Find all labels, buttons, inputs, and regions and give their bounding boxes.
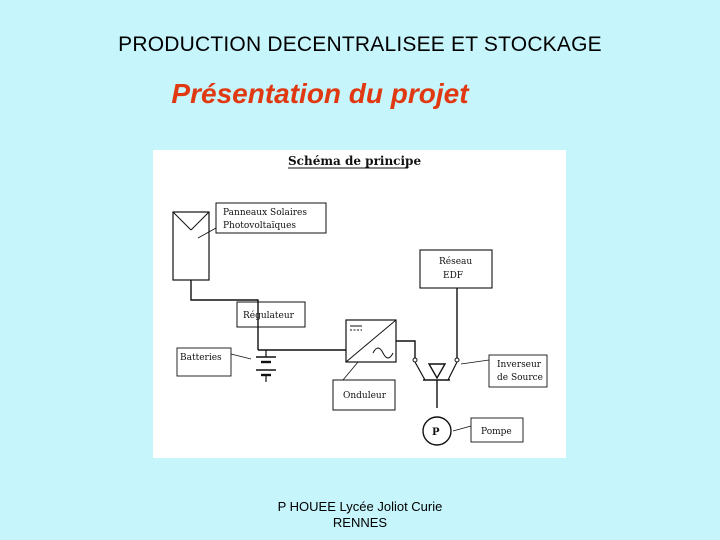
label-batteries-text: Batteries [180, 353, 222, 363]
label-panneaux-line2: Photovoltaïques [223, 221, 296, 231]
solar-panel-icon [172, 211, 210, 281]
diagram-title: Schéma de principe [288, 154, 421, 168]
inverter-icon [345, 319, 397, 363]
label-inverseur-line2: de Source [497, 373, 543, 383]
label-inverseur-line1: Inverseur [497, 360, 542, 370]
label-reseau-line1: Réseau [439, 256, 472, 267]
slide-header: PRODUCTION DECENTRALISEE ET STOCKAGE [118, 33, 602, 56]
label-onduleur-text: Onduleur [343, 391, 387, 401]
label-inverseur: Inverseur de Source [460, 354, 548, 388]
schematic-diagram: Schéma de principe Panneaux Solaires Pho… [153, 150, 566, 458]
label-batteries: Batteries [176, 347, 252, 377]
wire-inverter-switch [396, 340, 416, 358]
pump-icon: P [422, 416, 452, 446]
label-pompe: Pompe [452, 417, 524, 443]
label-regulateur-text: Régulateur [243, 310, 295, 321]
slide-footer: P HOUEE Lycée Joliot Curie RENNES [0, 499, 720, 531]
label-panneaux-line1: Panneaux Solaires [223, 208, 307, 218]
footer-line-1: P HOUEE Lycée Joliot Curie [277, 499, 443, 514]
label-regulateur: Régulateur [236, 301, 306, 328]
label-reseau: Réseau EDF [419, 249, 493, 289]
footer-line-2: RENNES [332, 515, 388, 530]
label-reseau-line2: EDF [443, 271, 463, 281]
label-onduleur: Onduleur [332, 361, 396, 411]
source-switch-icon [412, 357, 460, 408]
label-panneaux: Panneaux Solaires Photovoltaïques [197, 202, 327, 239]
label-pompe-text: Pompe [481, 427, 512, 437]
schematic-svg: Schéma de principe Panneaux Solaires Pho… [172, 154, 548, 446]
wire-panel-regulator [190, 280, 259, 350]
pump-symbol: P [432, 427, 440, 438]
battery-icon [256, 350, 276, 382]
slide-title: Présentation du projet [171, 78, 469, 109]
